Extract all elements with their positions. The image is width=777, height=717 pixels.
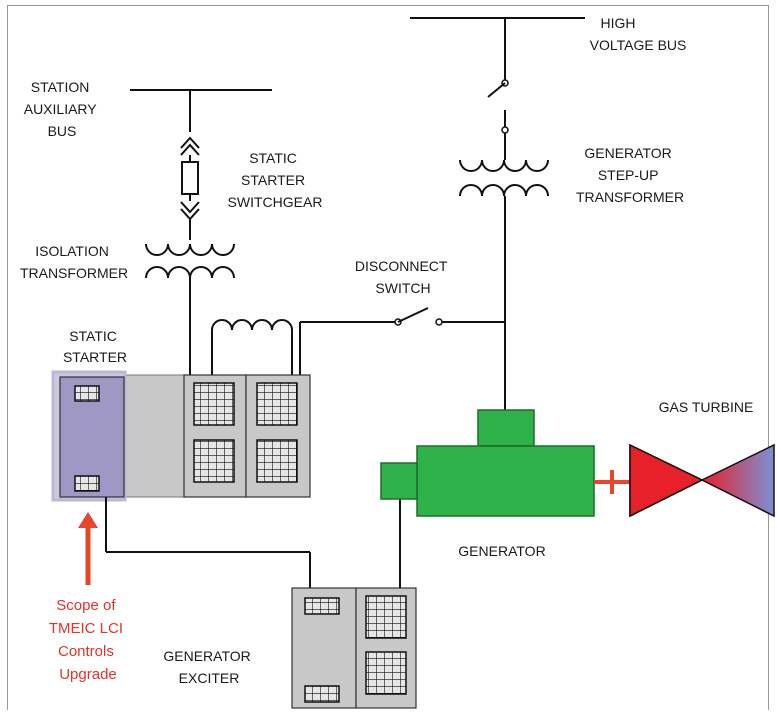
label-disconnect-switch: DISCONNECT SWITCH <box>355 258 451 296</box>
hv-breaker-blade <box>487 82 506 98</box>
dc-link-reactor <box>211 319 293 375</box>
hv-breaker-contact-bottom <box>501 126 509 134</box>
diagram-frame <box>7 5 769 710</box>
label-generator-step-up: GENERATOR STEP-UP TRANSFORMER <box>576 145 684 205</box>
label-static-starter-switchgear: STATIC STARTER SWITCHGEAR <box>228 150 323 210</box>
label-high-voltage-bus: HIGH VOLTAGE BUS <box>590 15 687 53</box>
generator-symbol <box>380 409 595 517</box>
label-generator: GENERATOR <box>458 543 545 559</box>
isolation-transformer-symbol <box>145 243 235 279</box>
scope-note: Scope of TMEIC LCI Controls Upgrade <box>49 597 127 683</box>
label-gas-turbine: GAS TURBINE <box>659 399 754 415</box>
label-station-aux-bus: STATION AUXILIARY BUS <box>24 79 101 139</box>
label-static-starter: STATIC STARTER <box>63 328 127 365</box>
label-generator-exciter: GENERATOR EXCITER <box>163 648 254 686</box>
shaft-coupling <box>594 470 630 494</box>
scope-arrow <box>78 512 98 585</box>
disconnect-blade <box>397 307 429 323</box>
disconnect-contact-right <box>435 318 443 326</box>
label-isolation-transformer: ISOLATION TRANSFORMER <box>20 243 128 281</box>
switchgear-symbol <box>180 136 200 221</box>
generator-exciter-cabinet <box>291 587 417 709</box>
step-up-transformer-symbol <box>459 159 549 197</box>
static-starter-cabinet <box>121 374 311 498</box>
scope-highlight-cabinet <box>51 370 127 502</box>
gas-turbine-symbol <box>629 443 775 518</box>
